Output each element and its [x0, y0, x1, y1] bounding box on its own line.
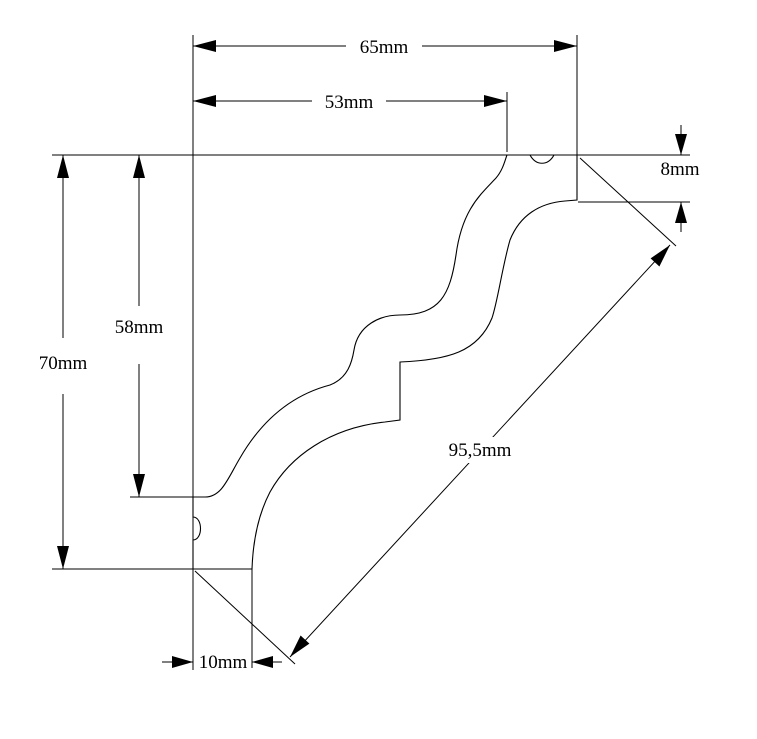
label-inner-height: 58mm [115, 317, 164, 338]
dim-bottom-lip: 10mm [162, 652, 282, 673]
dim-diagonal: 95,5mm [289, 244, 671, 658]
dim-top-lip: 8mm [660, 125, 700, 232]
label-bottom-lip: 10mm [199, 652, 248, 673]
diagonal-extension-bottom [194, 570, 296, 665]
dim-inner-width: 53mm [193, 89, 507, 113]
diagonal-extension-top [579, 157, 677, 247]
dim-total-width: 65mm [193, 34, 577, 58]
label-total-width: 65mm [360, 37, 409, 58]
label-diagonal: 95,5mm [449, 440, 512, 461]
cornice-profile-outline [192, 154, 578, 570]
dim-total-height: 70mm [28, 155, 98, 569]
label-top-lip: 8mm [660, 159, 699, 180]
label-total-height: 70mm [39, 353, 88, 374]
label-inner-width: 53mm [325, 92, 374, 113]
dim-inner-height: 58mm [104, 155, 174, 497]
